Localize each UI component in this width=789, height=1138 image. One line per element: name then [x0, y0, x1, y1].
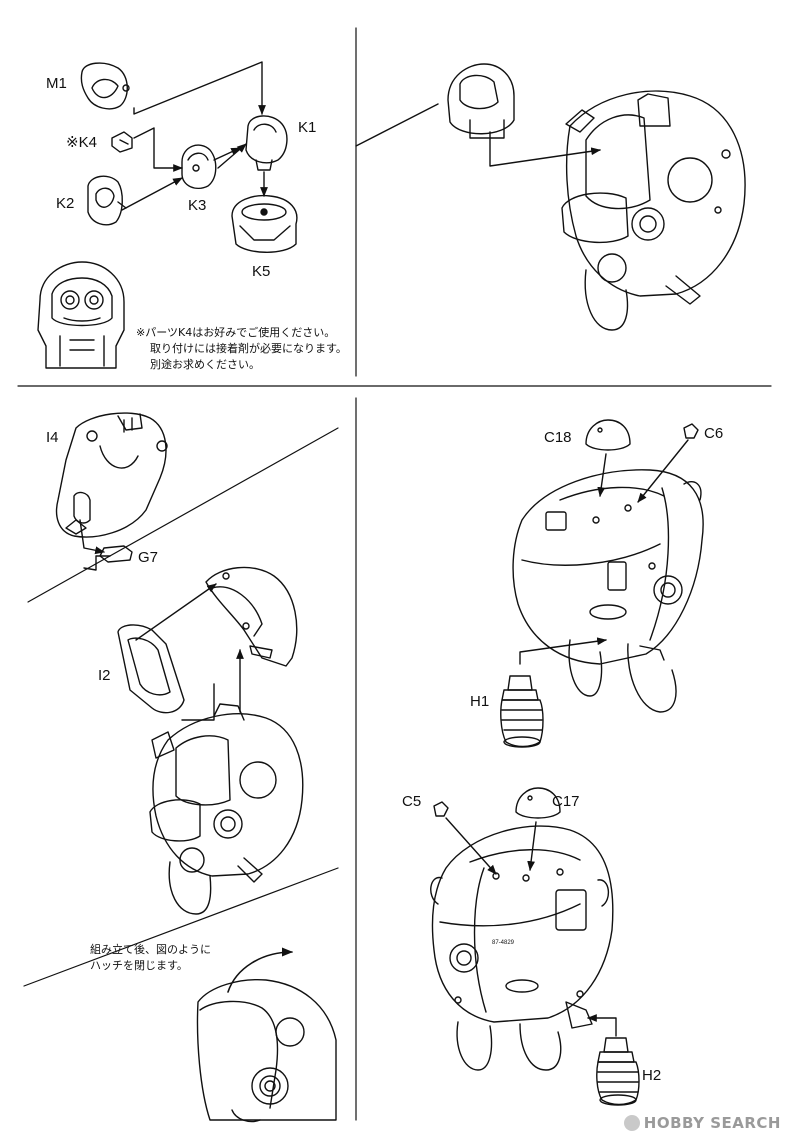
- note-hatch-line-2: ハッチを閉じます。: [90, 959, 188, 972]
- label-m1: M1: [46, 75, 67, 92]
- assembly-arrows-head: [121, 61, 268, 211]
- part-h2-thruster: [596, 1037, 640, 1106]
- part-g7: [99, 545, 133, 563]
- label-c6: C6: [704, 425, 723, 442]
- pilot-bust: [447, 63, 515, 139]
- part-c5: [433, 801, 449, 817]
- label-c17: C17: [552, 793, 580, 810]
- panel-rear-parts: [500, 419, 704, 748]
- part-m1-visor: [80, 62, 130, 110]
- label-h2: H2: [642, 1067, 661, 1084]
- label-k3: K3: [188, 197, 206, 214]
- part-h1-thruster: [500, 675, 544, 748]
- label-i4: I4: [46, 429, 59, 446]
- pod-hatch-open: [149, 703, 304, 915]
- part-hatch-cover: [205, 566, 298, 667]
- hull-marking: 87-4829: [492, 940, 515, 946]
- label-k2: K2: [56, 195, 74, 212]
- panel-pilot-install: [355, 63, 746, 331]
- watermark-text: HOBBY SEARCH: [643, 1114, 781, 1132]
- note-k4-line-3: 別途お求めください。: [150, 358, 260, 371]
- part-c18-dome: [585, 419, 631, 451]
- part-c6: [683, 423, 699, 439]
- panel-hatch-closing: [196, 947, 337, 1123]
- part-c17-dome: [515, 787, 561, 819]
- label-c5: C5: [402, 793, 421, 810]
- part-k3-head: [181, 144, 217, 190]
- part-i4-hatch-inner: [55, 412, 168, 538]
- label-g7: G7: [138, 549, 158, 566]
- label-k5: K5: [252, 263, 270, 280]
- pod-open-hatch: [561, 90, 746, 331]
- note-hatch-line-1: 組み立て後、図のように: [90, 943, 211, 956]
- label-i2: I2: [98, 667, 111, 684]
- panel-dividers: [17, 27, 772, 1121]
- panel-hatch-assembly: [55, 412, 304, 915]
- note-k4-line-2: 取り付けには接着剤が必要になります。: [150, 342, 347, 355]
- label-c18: C18: [544, 429, 572, 446]
- panel-front-parts: [430, 787, 640, 1106]
- part-i2-hatch-frame: [117, 624, 185, 714]
- label-k1: K1: [298, 119, 316, 136]
- pod-rear-view-1: [512, 469, 704, 713]
- part-k2-helmet: [87, 175, 127, 226]
- note-k4-line-1: ※パーツK4はお好みでご使用ください。: [136, 326, 336, 339]
- part-k4: [111, 131, 133, 153]
- part-k1-helmet: [245, 115, 288, 171]
- label-h1: H1: [470, 693, 489, 710]
- panel-head-assembly: [37, 61, 298, 369]
- watermark: HOBBY SEARCH: [623, 1114, 781, 1132]
- pod-rear-view-2: [430, 825, 614, 1071]
- watermark-logo-icon: [623, 1115, 640, 1131]
- closed-hatch-closeup: [196, 979, 337, 1123]
- label-k4: ※K4: [66, 134, 97, 151]
- part-k5-base: [231, 194, 298, 253]
- finished-bust-illustration: [37, 261, 125, 369]
